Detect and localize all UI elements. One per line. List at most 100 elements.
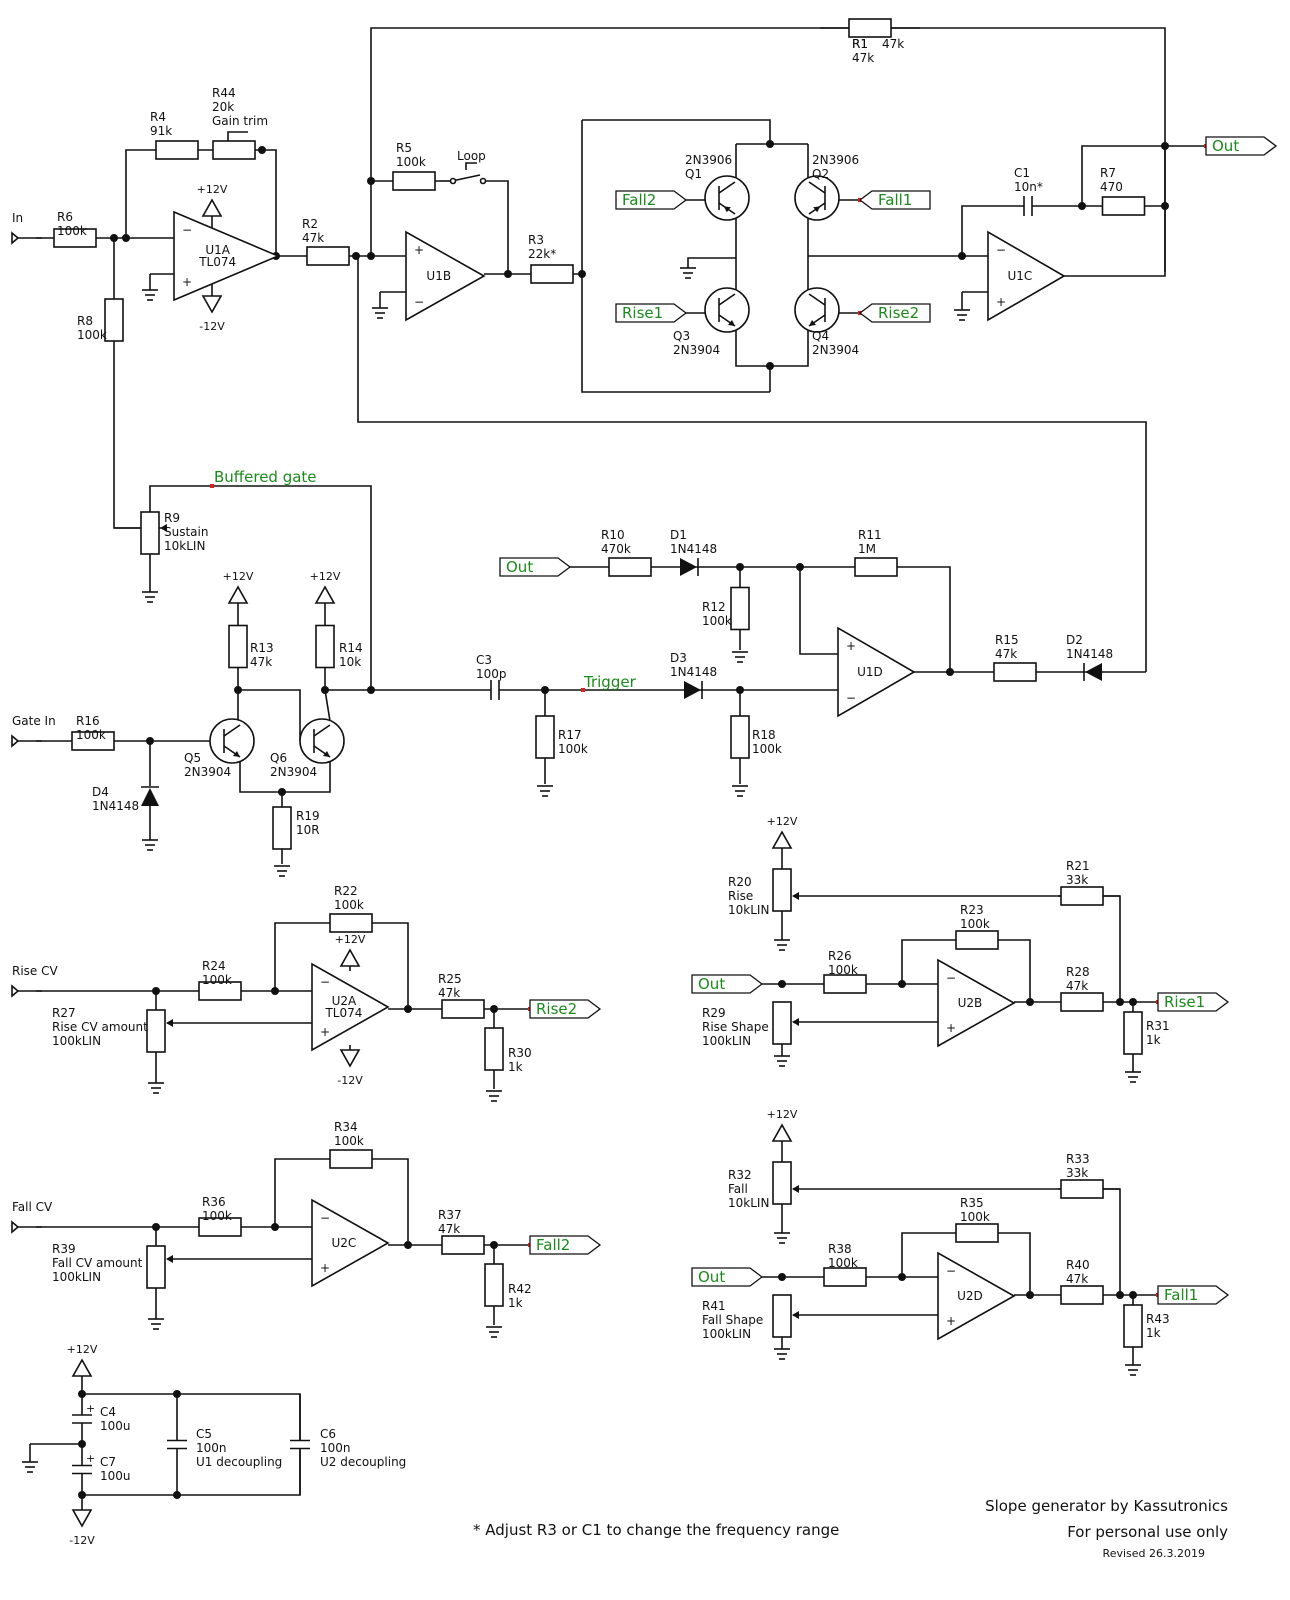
transistor-lead — [718, 181, 736, 194]
opamp-pin-sign: + — [320, 1025, 330, 1039]
c4-label: 100u — [100, 1419, 131, 1433]
r44-label: R44 — [212, 86, 236, 100]
r30-label: 1k — [508, 1060, 523, 1074]
r26-label: 100k — [828, 963, 858, 977]
r31-label: 1k — [1146, 1033, 1161, 1047]
wire — [357, 256, 1147, 672]
opamp — [173, 210, 281, 302]
resistor — [955, 1223, 999, 1243]
input-label: Fall CV — [12, 1200, 53, 1214]
opamp-pin-sign: − — [320, 975, 330, 989]
switch-contact — [449, 177, 457, 185]
r34-label: 100k — [334, 1134, 364, 1148]
r19-label: 10R — [296, 823, 320, 837]
r29-label: R29 — [702, 1006, 726, 1020]
u1d-label: U1D — [857, 665, 883, 679]
net-tag-out — [1205, 136, 1278, 156]
opamp-pin-sign: + — [320, 1261, 330, 1275]
q5-label: 2N3904 — [184, 765, 231, 779]
r5-label: R5 — [396, 141, 412, 155]
resistor — [272, 806, 292, 850]
transistor-lead — [313, 724, 331, 737]
input-port — [11, 1220, 20, 1234]
r43-label: 1k — [1146, 1326, 1161, 1340]
q2-label: Q2 — [812, 167, 829, 181]
r39-label: 100kLIN — [52, 1270, 101, 1284]
r15-label: 47k — [995, 647, 1017, 661]
r31-label: R31 — [1146, 1019, 1170, 1033]
r6-label: 100k — [57, 224, 87, 238]
c7-label: C7 — [100, 1455, 116, 1469]
r27-label: Rise CV amount — [52, 1020, 148, 1034]
r9-label: 10kLIN — [164, 539, 205, 553]
wire — [372, 922, 409, 1009]
d2-label: 1N4148 — [1066, 647, 1113, 661]
wire — [1106, 1188, 1121, 1295]
q5-label: Q5 — [184, 751, 201, 765]
r16-label: R16 — [76, 714, 100, 728]
d2-label: D2 — [1066, 633, 1083, 647]
resistor — [730, 715, 750, 759]
r44-label: Gain trim — [212, 114, 268, 128]
minus12-label: -12V — [337, 1074, 363, 1087]
transistor-q1 — [704, 175, 750, 221]
q1-label: Q1 — [685, 167, 702, 181]
resistor — [140, 511, 160, 555]
junction-dot — [778, 980, 786, 988]
wire — [370, 27, 1166, 272]
r17-label: R17 — [558, 728, 582, 742]
r26-label: R26 — [828, 949, 852, 963]
transistor-arrow — [723, 206, 731, 213]
opamp — [405, 230, 486, 322]
wire — [1106, 895, 1121, 1002]
r39-label: R39 — [52, 1242, 76, 1256]
resistor — [484, 1027, 504, 1071]
minus12-label: -12V — [69, 1534, 95, 1547]
r3-label: 22k* — [528, 247, 556, 261]
r9-label: Sustain — [164, 525, 208, 539]
r12-label: R12 — [702, 600, 726, 614]
buffered-gate-label: Buffered gate — [214, 468, 317, 486]
opamp-pin-sign: + — [414, 243, 424, 257]
net-tag-out — [691, 1267, 764, 1287]
transistor-q6 — [299, 718, 345, 764]
wire — [262, 149, 277, 256]
r7-label: R7 — [1100, 166, 1116, 180]
plus12-label: +12V — [310, 570, 341, 583]
net-tag-label: Rise2 — [878, 304, 919, 322]
r29-label: 100kLIN — [702, 1034, 751, 1048]
wire — [113, 402, 140, 529]
resistor — [146, 1245, 166, 1289]
footer-license: For personal use only — [1067, 1523, 1228, 1541]
d3-label: 1N4148 — [670, 665, 717, 679]
r21-label: R21 — [1066, 859, 1090, 873]
opamp — [937, 958, 1016, 1048]
plus12-label: +12V — [335, 933, 366, 946]
resistor — [441, 999, 485, 1019]
c5-label: 100n — [196, 1441, 227, 1455]
opamp — [987, 230, 1066, 322]
junction-dot — [1026, 1291, 1034, 1299]
opamp-pin-sign: − — [946, 1264, 956, 1278]
net-tag-fall1 — [858, 190, 931, 210]
r37-label: 47k — [438, 1222, 460, 1236]
r2-label: R2 — [302, 217, 318, 231]
r27-label: R27 — [52, 1006, 76, 1020]
wire — [735, 330, 809, 367]
transistor-arrow — [233, 751, 240, 757]
wire — [998, 939, 1031, 1002]
opamp-pin-sign: − — [846, 691, 856, 705]
resistor — [823, 974, 867, 994]
wire — [125, 149, 148, 238]
net-tag-rise2 — [529, 999, 602, 1019]
resistor — [315, 624, 335, 669]
resistor — [228, 624, 248, 669]
resistor — [772, 868, 792, 912]
r24-label: 100k — [202, 973, 232, 987]
junction-dot — [504, 270, 512, 278]
r6-label: R6 — [57, 210, 73, 224]
r40-label: 47k — [1066, 1272, 1088, 1286]
wire — [581, 120, 770, 393]
r32-label: R32 — [728, 1168, 752, 1182]
input-port — [11, 231, 20, 245]
